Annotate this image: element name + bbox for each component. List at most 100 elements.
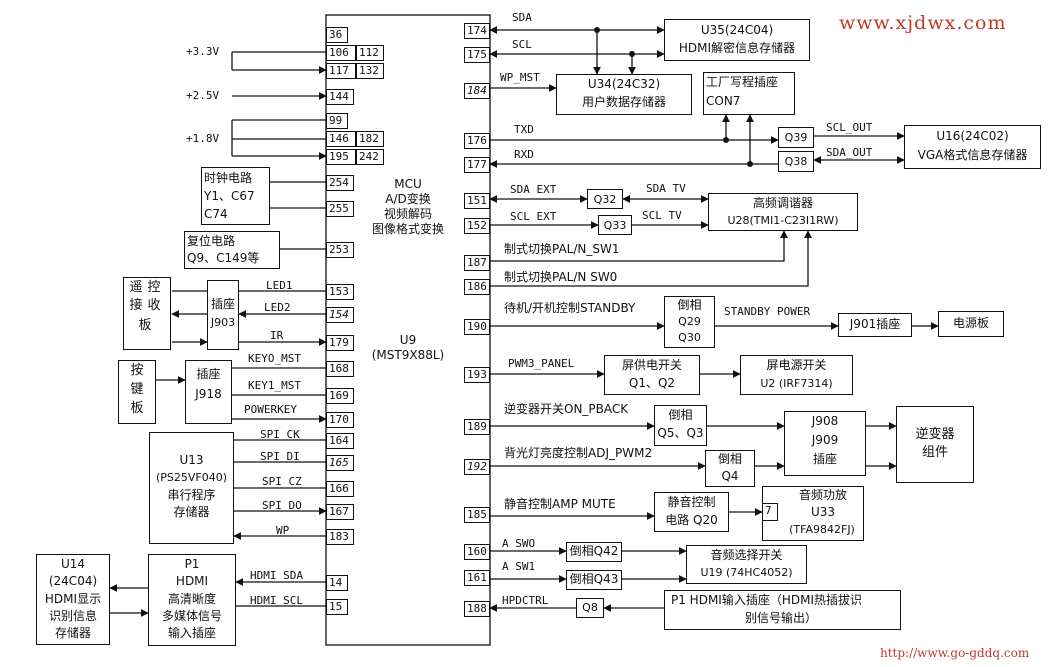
pin-151: 151	[464, 193, 490, 209]
mute-circuit-q20: 静音控制 电路 Q20	[654, 492, 729, 532]
u16-vga-eeprom: U16(24C02) VGA格式信息存储器	[904, 125, 1041, 169]
watermark-top: www.xjdwx.com	[839, 12, 1007, 34]
sig-amp-mute: 静音控制AMP MUTE	[504, 497, 616, 511]
sig-rxd: RXD	[514, 148, 534, 161]
pin-164: 164	[326, 433, 354, 449]
connector-j918: 插座 J918	[185, 360, 232, 424]
pin-174: 174	[464, 23, 490, 39]
sig-wp: WP	[276, 524, 290, 537]
sig-sda: SDA	[512, 11, 532, 24]
sig-key0: KEYO_MST	[248, 352, 301, 365]
sig-hdmi-sda: HDMI SDA	[250, 569, 303, 582]
u35-hdmi-key-eeprom: U35(24C04) HDMI解密信息存储器	[664, 19, 810, 61]
pin-184: 184	[464, 83, 490, 99]
sig-adj-pwm2: 背光灯亮度控制ADJ_PWM2	[504, 446, 653, 460]
sig-spi-do: SPI DO	[262, 499, 302, 512]
pin-106: 106	[326, 45, 356, 61]
pin-188: 188	[464, 601, 490, 617]
sig-a-sw1: A SW1	[502, 560, 536, 573]
transistor-q32: Q32	[587, 189, 623, 209]
watermark-bottom: http://www.go-gddq.com	[880, 646, 1030, 660]
clock-circuit-block: 时钟电路 Y1、C67 C74	[201, 167, 270, 225]
sig-ir: IR	[270, 329, 284, 342]
sig-wp-mst: WP_MST	[500, 71, 540, 84]
sig-scl-ext: SCL EXT	[510, 210, 557, 223]
sig-sda-tv: SDA TV	[646, 182, 686, 195]
keyboard-board: 按 键 板	[118, 360, 156, 424]
transistor-q39: Q39	[778, 127, 814, 148]
u34-user-data-eeprom: U34(24C32) 用户数据存储器	[556, 74, 692, 115]
pin-182: 182	[356, 131, 384, 147]
pin-254: 254	[326, 175, 354, 191]
sig-hdmi-scl: HDMI SCL	[250, 594, 303, 607]
tuner-u28: 高频调谐器 U28(TMI1-C23I1RW)	[708, 193, 858, 231]
hdmi-input-connector-p1: P1 HDMI输入插座（HDMI热插拔识 别信号输出）	[664, 590, 901, 630]
sig-sda-out: SDA_OUT	[826, 146, 873, 159]
pin-146: 146	[326, 131, 356, 147]
pin-153: 153	[326, 284, 354, 300]
transistor-q33: Q33	[598, 215, 632, 235]
audio-amp-u33: 音频功放 U33 (TFA9842FJ)	[762, 486, 864, 541]
pin-255: 255	[326, 201, 354, 217]
pin-167: 167	[326, 504, 354, 520]
pin-132: 132	[356, 63, 384, 79]
inverter-q5-q3: 倒相 Q5、Q3	[654, 405, 707, 446]
con7-factory-connector: 工厂写程插座 CON7	[703, 72, 795, 115]
sig-standby-power: STANDBY POWER	[724, 305, 811, 318]
sig-hpdctrl: HPDCTRL	[502, 594, 549, 607]
reset-circuit-block: 复位电路 Q9、C149等	[184, 231, 280, 269]
sig-led2: LED2	[264, 301, 291, 314]
u14-hdmi-eeprom: U14 (24C04) HDMI显示 识别信息 存储器	[36, 554, 110, 645]
pin-15: 15	[326, 599, 348, 615]
connector-j908-j909: J908 J909 插座	[784, 411, 866, 476]
pin-144: 144	[326, 89, 354, 105]
pin-166: 166	[326, 481, 354, 497]
pin-112: 112	[356, 45, 384, 61]
pin-175: 175	[464, 47, 490, 63]
pin-176: 176	[464, 133, 490, 149]
sig-spi-cz: SPI CZ	[262, 475, 302, 488]
pin-152: 152	[464, 218, 490, 234]
pin-170: 170	[326, 412, 354, 428]
sig-pal-sw0: 制式切换PAL/N SW0	[504, 270, 618, 284]
label-2v5: +2.5V	[186, 89, 220, 102]
sig-standby: 待机/开机控制STANDBY	[504, 301, 636, 315]
sig-txd: TXD	[514, 123, 534, 136]
pin-193: 193	[464, 367, 490, 383]
pin-160: 160	[464, 544, 490, 560]
transistor-q8: Q8	[576, 598, 604, 618]
pin-168: 168	[326, 361, 354, 377]
sig-on-pback: 逆变器开关ON_PBACK	[504, 402, 629, 416]
pin-189: 189	[464, 419, 490, 435]
sig-scl: SCL	[512, 38, 532, 51]
pin-117: 117	[326, 63, 356, 79]
sig-sda-ext: SDA EXT	[510, 183, 557, 196]
connector-j903: 插座 J903	[207, 280, 239, 350]
connector-j901: J901插座	[838, 313, 912, 337]
pin-169: 169	[326, 388, 354, 404]
pin-192: 192	[464, 459, 490, 475]
sig-pwm3: PWM3_PANEL	[508, 357, 575, 370]
inverter-q29-q30: 倒相 Q29 Q30	[664, 296, 715, 348]
sig-spi-di: SPI_DI	[260, 450, 300, 463]
pin-154: 154	[326, 307, 354, 323]
sig-a-sw0: A SWO	[502, 537, 536, 550]
pin-14: 14	[326, 575, 348, 591]
pin-161: 161	[464, 570, 490, 586]
sig-spi-ck: SPI_CK	[260, 428, 300, 441]
pin-165: 165	[326, 455, 354, 471]
panel-power-ic-u2: 屏电源开关 U2 (IRF7314)	[740, 355, 853, 395]
sig-key1: KEY1_MST	[248, 379, 301, 392]
pin-253: 253	[326, 242, 354, 258]
inverter-q4: 倒相 Q4	[705, 450, 755, 487]
pin-179: 179	[326, 335, 354, 351]
sig-powerkey: POWERKEY	[244, 403, 297, 416]
audio-switch-u19: 音频选择开关 U19 (74HC4052)	[686, 545, 807, 584]
pin-187: 187	[464, 255, 490, 271]
sig-scl-out: SCL_OUT	[826, 121, 873, 134]
pin-190: 190	[464, 319, 490, 335]
pin-36: 36	[326, 27, 348, 43]
label-1v8: +1.8V	[186, 132, 220, 145]
pin-195: 195	[326, 149, 356, 165]
